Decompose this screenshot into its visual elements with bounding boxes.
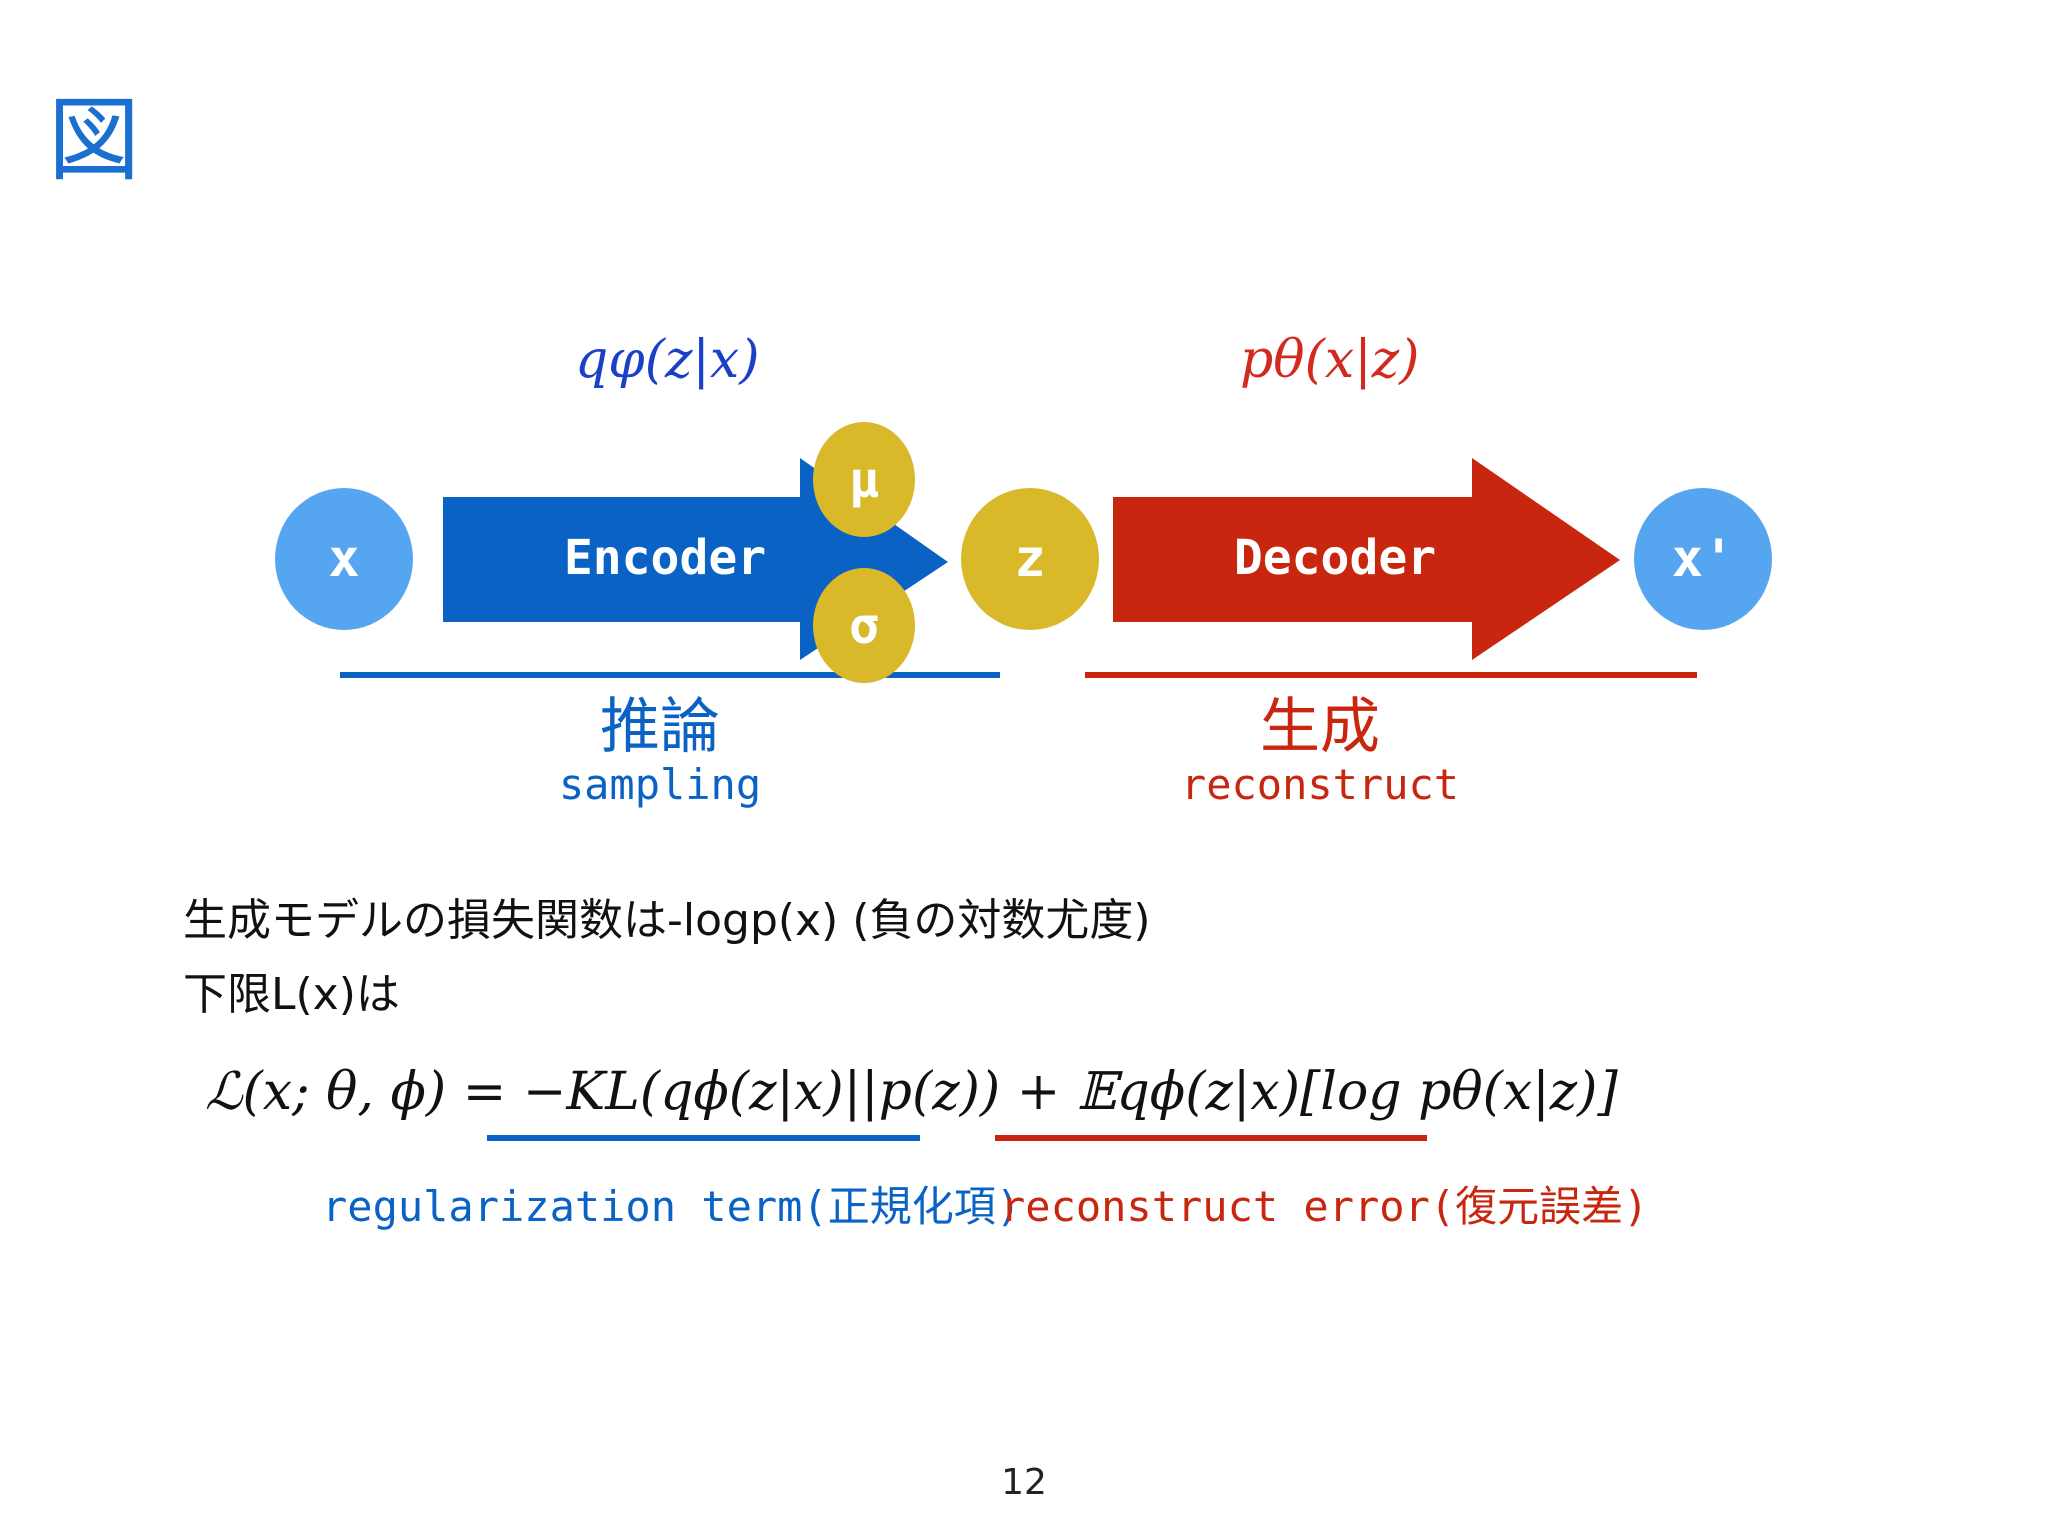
decoder-distribution-label: pθ(x|z) — [1240, 330, 1420, 390]
latent-node: z — [961, 488, 1099, 630]
generation-rule — [1085, 672, 1697, 678]
input-node: x — [275, 488, 413, 630]
output-node: x' — [1634, 488, 1772, 630]
reconstruct-error-label: reconstruct error(復元誤差) — [1000, 1182, 1649, 1231]
sigma-node-label: σ — [848, 596, 880, 655]
decoder-label: Decoder — [1233, 530, 1437, 586]
elbo-equation: ℒ(x; θ, ϕ) = −KL(qϕ(z|x)||p(z)) + 𝔼qϕ(z|… — [205, 1062, 1618, 1122]
regularization-underline — [487, 1135, 920, 1141]
body-line-1: 生成モデルの損失関数は-logp(x) (負の対数尤度) — [183, 895, 1151, 946]
page-number: 12 — [1001, 1462, 1047, 1503]
mu-node-label: μ — [848, 450, 880, 509]
inference-label-en: sampling — [558, 760, 762, 809]
decoder-arrow — [1113, 458, 1620, 660]
encoder-label: Encoder — [563, 530, 767, 586]
page-title: 図 — [48, 87, 141, 194]
encoder-distribution-label: qφ(z|x) — [575, 330, 760, 390]
generation-label-en: reconstruct — [1180, 760, 1460, 809]
mu-node: μ — [813, 422, 915, 537]
latent-node-label: z — [1014, 529, 1046, 589]
body-line-2: 下限L(x)は — [183, 969, 400, 1020]
inference-rule — [340, 672, 1000, 678]
generation-label-jp: 生成 — [1260, 692, 1380, 762]
sigma-node: σ — [813, 568, 915, 683]
reconstruct-underline — [995, 1135, 1427, 1141]
regularization-term-label: regularization term(正規化項) — [322, 1182, 1022, 1231]
inference-label-jp: 推論 — [600, 692, 720, 762]
input-node-label: x — [328, 529, 360, 589]
output-node-label: x' — [1671, 529, 1735, 589]
